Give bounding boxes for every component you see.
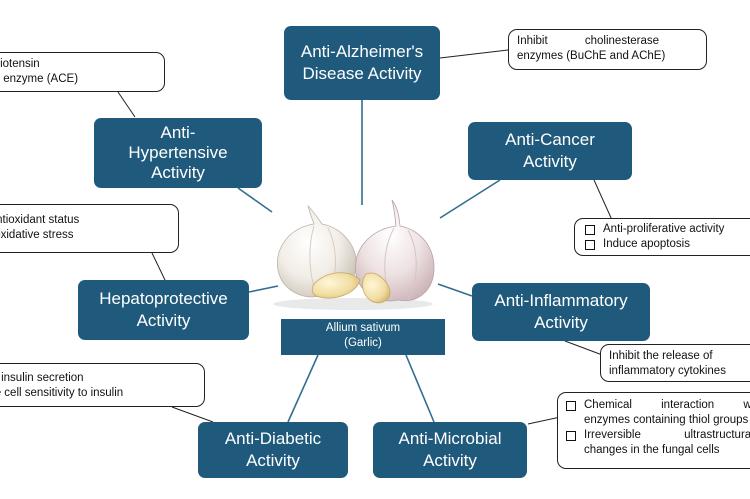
pointer-hepato — [151, 252, 166, 281]
bubble-antioxidant-line2: Regulate oxidative stress — [0, 229, 74, 241]
checkbox-bullet-icon — [566, 431, 576, 441]
antimicrobial-item2-line2: changes in the fungal cells — [584, 444, 720, 456]
node-hepatoprotective-line2: Activity — [136, 311, 191, 330]
node-anti-microbial: Anti-Microbial Activity — [373, 422, 527, 478]
pointer-hypertensive — [117, 91, 136, 118]
node-anti-inflammatory-line2: Activity — [534, 313, 588, 332]
bubble-ace-inhibition: Inhibit angiotensin converting enzyme (A… — [0, 52, 165, 92]
node-anti-cancer: Anti-Cancer Activity — [468, 122, 632, 180]
node-anti-alzheimers-line2: Disease Activity — [302, 64, 422, 83]
antimicrobial-item1-line1: Chemical interaction with — [584, 399, 750, 411]
node-anti-diabetic-line2: Activity — [246, 451, 300, 470]
connector-inflammatory — [437, 283, 473, 297]
node-anti-hypertensive-line1: Anti- — [160, 123, 196, 142]
antimicrobial-item: Chemical interaction with enzymes contai… — [566, 398, 750, 428]
bubble-cholinesterase-line1-text: Inhibit cholinesterase — [517, 35, 660, 47]
pointer-alzheimers — [439, 49, 509, 59]
antimicrobial-item-text: Irreversible ultrastructural changes in … — [584, 428, 750, 458]
bubble-ace-inhibition-line2: converting enzyme (ACE) — [0, 73, 79, 85]
node-hepatoprotective: Hepatoprotective Activity — [78, 280, 249, 340]
bubble-cytokines-line2: inflammatory cytokines — [609, 365, 726, 377]
node-anti-microbial-line1: Anti-Microbial — [398, 429, 502, 448]
anticancer-item: Anti-proliferative activity — [585, 222, 750, 237]
connector-diabetic — [287, 354, 319, 423]
checkbox-bullet-icon — [566, 401, 576, 411]
pointer-diabetic — [171, 406, 214, 423]
node-anti-alzheimers: Anti-Alzheimer's Disease Activity — [284, 26, 440, 100]
node-hepatoprotective-line1: Hepatoprotective — [99, 289, 228, 308]
checkbox-bullet-icon — [585, 225, 595, 235]
node-anti-cancer-line2: Activity — [523, 152, 577, 171]
pointer-cancer — [593, 179, 613, 221]
antimicrobial-item-text: Chemical interaction with enzymes contai… — [584, 398, 750, 428]
node-anti-diabetic-line1: Anti-Diabetic — [224, 429, 322, 448]
bubble-cholinesterase-line1: Inhibit cholinesterase — [517, 34, 698, 49]
center-label: Allium sativum (Garlic) — [281, 319, 445, 355]
bubble-cytokines: Inhibit the release of inflammatory cyto… — [600, 344, 750, 382]
antimicrobial-item: Irreversible ultrastructural changes in … — [566, 428, 750, 458]
node-anti-hypertensive-line2: Hypertensive — [128, 143, 228, 162]
bubble-antimicrobial-mechanisms: Chemical interaction with enzymes contai… — [557, 392, 750, 469]
connector-hepato — [248, 285, 279, 293]
anticancer-item-text: Anti-proliferative activity — [603, 223, 725, 235]
connector-microbial — [405, 354, 435, 423]
garlic-bulbs-illustration — [273, 199, 435, 310]
bubble-antioxidant-line1: Improve antioxidant status — [0, 214, 80, 226]
node-anti-inflammatory-line1: Anti-Inflammatory — [494, 291, 628, 310]
node-anti-cancer-line1: Anti-Cancer — [505, 130, 595, 149]
anticancer-item: Induce apoptosis — [585, 237, 750, 252]
node-anti-alzheimers-line1: Anti-Alzheimer's — [300, 42, 424, 61]
anticancer-item-text: Induce apoptosis — [603, 238, 690, 250]
bubble-cytokines-line1: Inhibit the release of — [609, 350, 713, 362]
bubble-insulin-line2: Increase cell sensitivity to insulin — [0, 387, 124, 399]
node-anti-diabetic: Anti-Diabetic Activity — [198, 422, 348, 478]
bubble-cholinesterase: Inhibit cholinesterase enzymes (BuChE an… — [508, 29, 707, 70]
bubble-cholinesterase-line2: enzymes (BuChE and AChE) — [517, 50, 666, 62]
bubble-insulin: Activate insulin secretion Increase cell… — [0, 363, 205, 407]
node-anti-microbial-line2: Activity — [423, 451, 477, 470]
center-label-line2: (Garlic) — [344, 337, 382, 349]
node-anti-inflammatory: Anti-Inflammatory Activity — [472, 283, 650, 341]
bubble-anticancer-mechanisms: Anti-proliferative activity Induce apopt… — [574, 218, 750, 256]
checkbox-bullet-icon — [585, 240, 595, 250]
antimicrobial-item1-line2: enzymes containing thiol groups — [584, 414, 749, 426]
bubble-antioxidant: Improve antioxidant status Regulate oxid… — [0, 204, 179, 253]
node-anti-hypertensive-line3: Activity — [151, 163, 205, 182]
center-label-line1: Allium sativum — [325, 322, 401, 334]
antimicrobial-item2-line1: Irreversible ultrastructural — [584, 429, 750, 441]
pointer-inflammatory — [564, 340, 606, 357]
node-anti-hypertensive: Anti- Hypertensive Activity — [94, 118, 262, 188]
bubble-ace-inhibition-line1: Inhibit angiotensin — [0, 58, 40, 70]
connector-cancer — [439, 179, 501, 219]
connector-hypertensive — [237, 187, 273, 213]
bubble-insulin-line1: Activate insulin secretion — [0, 372, 84, 384]
